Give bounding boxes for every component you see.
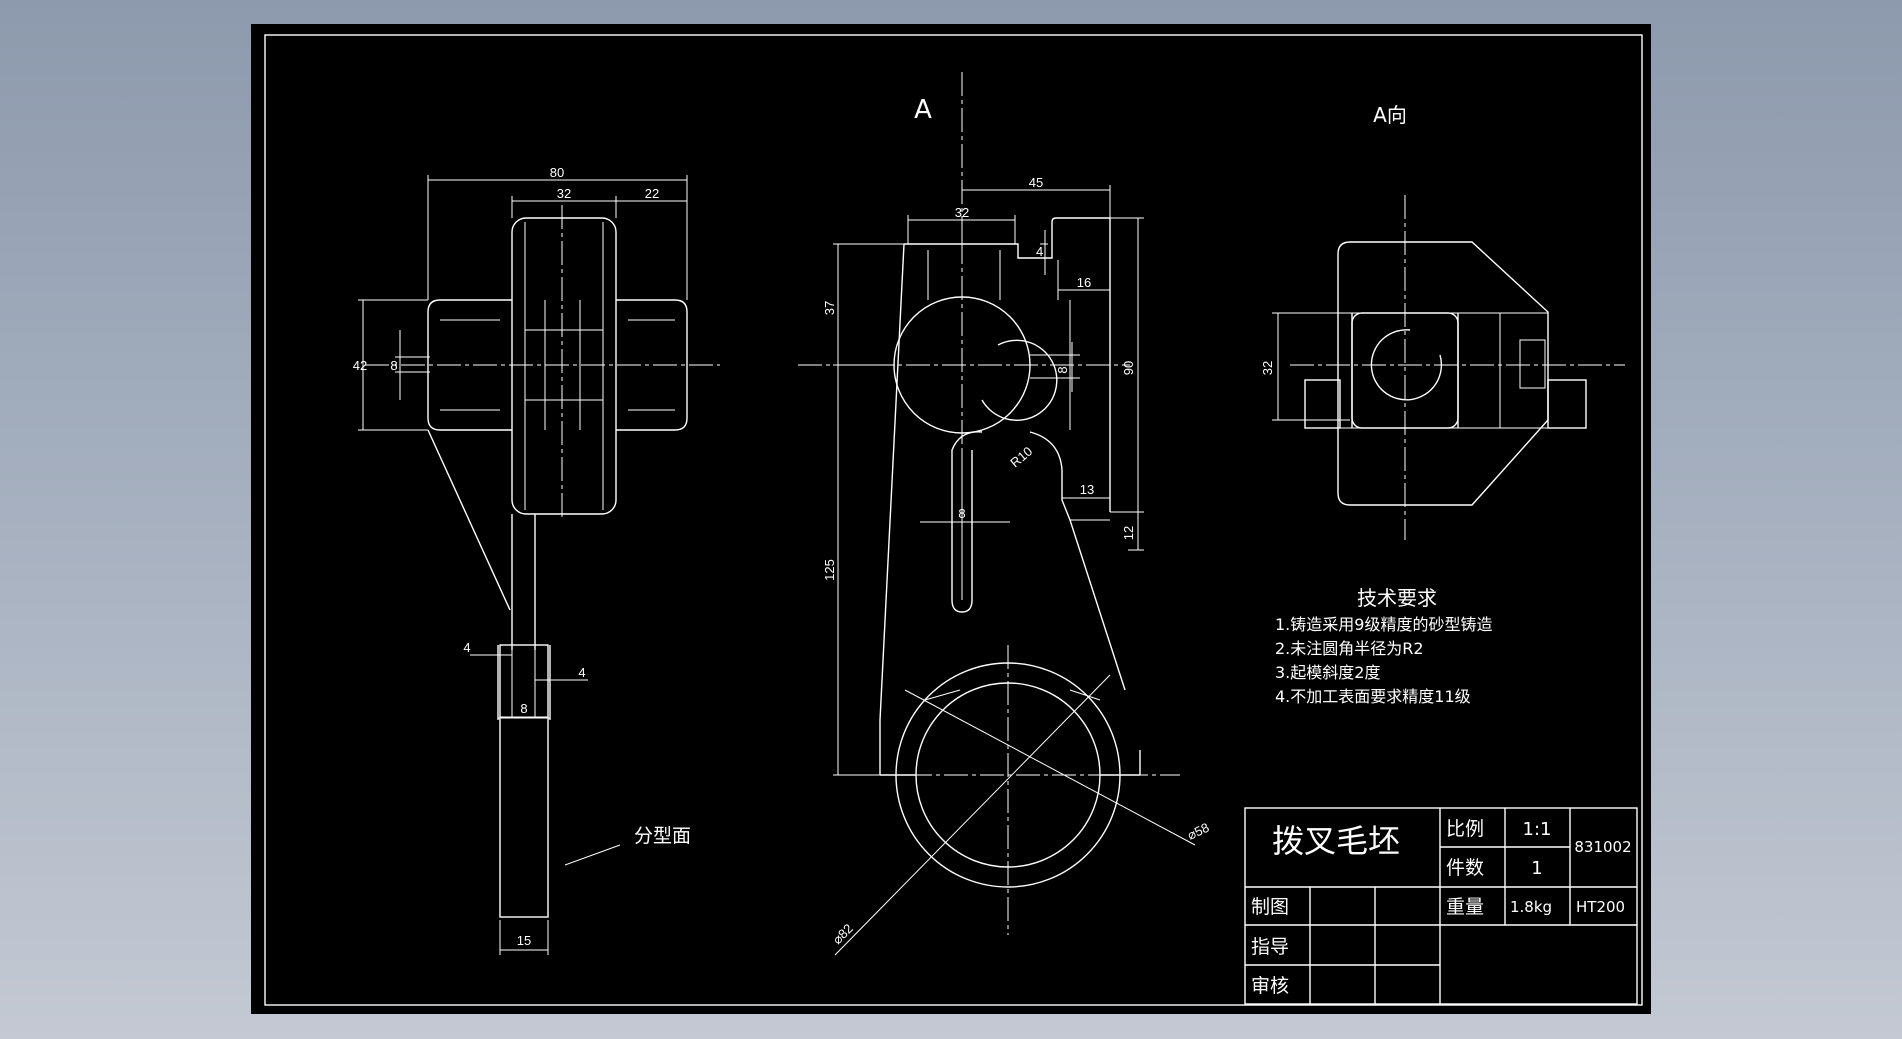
dim-mid-13: 13: [1080, 482, 1094, 497]
dim-left-15: 15: [517, 933, 531, 948]
dim-mid-45: 45: [1029, 175, 1043, 190]
part-name: 拨叉毛坯: [1272, 822, 1400, 860]
reviewed-by-label: 审核: [1251, 975, 1289, 997]
tech-req-title: 技术要求: [1357, 586, 1437, 610]
dim-mid-90: 90: [1121, 361, 1136, 375]
leader-parting-line: [564, 844, 621, 866]
tech-req-item: 2.未注圆角半径为R2: [1275, 639, 1424, 658]
dim-mid-37: 37: [822, 301, 837, 315]
quantity-label: 件数: [1446, 857, 1484, 879]
view-a-label: A: [914, 95, 932, 125]
sheet-background: [251, 24, 1651, 1014]
title-block: [1244, 807, 1638, 1005]
dim-mid-8b: 8: [958, 506, 965, 521]
dim-mid-32: 32: [955, 205, 969, 220]
dim-mid-16: 16: [1077, 275, 1091, 290]
left-side-view: [358, 175, 720, 955]
scale-value: 1:1: [1523, 819, 1552, 840]
weight-label: 重量: [1446, 896, 1484, 918]
dim-mid-8: 8: [1055, 366, 1070, 373]
dim-left-32: 32: [557, 186, 571, 201]
drawing-number: 831002: [1574, 838, 1631, 856]
tech-req-item: 3.起模斜度2度: [1275, 663, 1380, 682]
weight-value: 1.8kg: [1510, 898, 1552, 916]
dim-left-22: 22: [645, 186, 659, 201]
dim-left-4b: 4: [578, 665, 585, 680]
dim-left-42: 42: [353, 358, 367, 373]
drawing-frame: [264, 34, 1643, 1006]
scale-label: 比例: [1446, 818, 1484, 840]
material: HT200: [1576, 898, 1625, 916]
quantity-value: 1: [1531, 858, 1542, 879]
drawn-by-label: 制图: [1251, 896, 1289, 918]
dim-left-80: 80: [550, 165, 564, 180]
dim-mid-12: 12: [1121, 526, 1136, 540]
guided-by-label: 指导: [1251, 936, 1289, 958]
dim-left-8b: 8: [520, 701, 527, 716]
right-a-view: [1272, 195, 1625, 540]
dim-left-4a: 4: [463, 640, 470, 655]
middle-front-view: [798, 72, 1196, 956]
view-a-direction-label: A向: [1373, 103, 1407, 127]
dim-mid-125: 125: [822, 559, 837, 581]
tech-req-item: 4.不加工表面要求精度11级: [1275, 687, 1471, 706]
tech-req-item: 1.铸造采用9级精度的砂型铸造: [1275, 615, 1492, 634]
dim-right-32: 32: [1260, 361, 1275, 375]
technical-requirements: 技术要求 1.铸造采用9级精度的砂型铸造 2.未注圆角半径为R2 3.起模斜度2…: [1275, 586, 1492, 706]
dim-mid-4: 4: [1036, 244, 1043, 259]
parting-surface-label: 分型面: [634, 825, 691, 847]
dim-left-8: 8: [390, 358, 397, 373]
